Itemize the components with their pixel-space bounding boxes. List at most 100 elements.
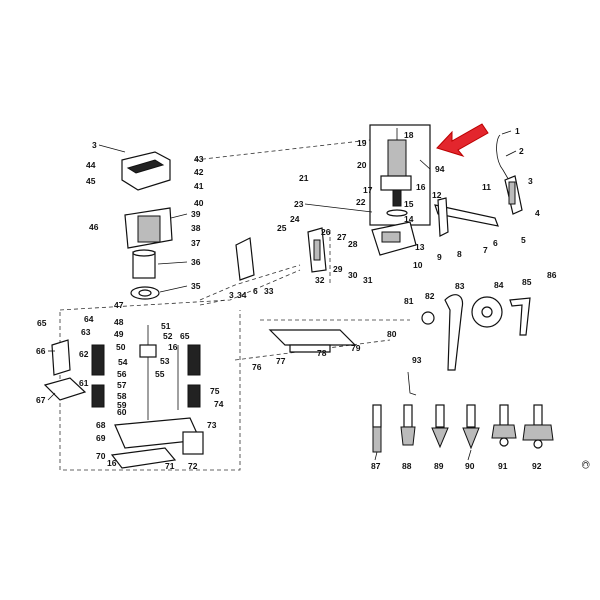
callout-5: 5 bbox=[521, 235, 526, 245]
callout-10: 10 bbox=[413, 260, 423, 270]
callout-40: 40 bbox=[194, 198, 204, 208]
callout-12: 12 bbox=[432, 190, 442, 200]
callout-78: 78 bbox=[317, 348, 327, 358]
callout-58: 58 bbox=[117, 391, 127, 401]
callout-39: 39 bbox=[191, 209, 201, 219]
callout-28: 28 bbox=[348, 239, 358, 249]
callout-49: 49 bbox=[114, 329, 124, 339]
callout-14: 14 bbox=[404, 214, 414, 224]
callout-6-second: 6 bbox=[493, 238, 498, 248]
callout-75: 75 bbox=[210, 386, 220, 396]
callout-85: 85 bbox=[522, 277, 532, 287]
callout-87: 87 bbox=[371, 461, 381, 471]
hex-key bbox=[407, 371, 417, 396]
callout-77: 77 bbox=[276, 356, 286, 366]
callout-35: 35 bbox=[191, 281, 201, 291]
callout-23: 23 bbox=[294, 199, 304, 209]
callout-53: 53 bbox=[160, 356, 170, 366]
callout-41: 41 bbox=[194, 181, 204, 191]
callout-63: 63 bbox=[81, 327, 91, 337]
callout-79: 79 bbox=[351, 343, 361, 353]
callout-16-second: 16 bbox=[168, 342, 178, 352]
callout-93: 93 bbox=[412, 355, 422, 365]
callout-15: 15 bbox=[404, 199, 414, 209]
callout-29: 29 bbox=[333, 264, 343, 274]
callout-17: 17 bbox=[363, 185, 373, 195]
plunge-column bbox=[139, 325, 179, 420]
callout-91: 91 bbox=[498, 461, 508, 471]
callout-72: 72 bbox=[188, 461, 198, 471]
callout-46: 46 bbox=[89, 222, 99, 232]
callout-3: 3 bbox=[92, 140, 97, 150]
callout-30: 30 bbox=[348, 270, 358, 280]
bottom-ring bbox=[130, 286, 160, 300]
callout-43: 43 bbox=[194, 154, 204, 164]
callout-66: 66 bbox=[36, 346, 46, 356]
callout-48: 48 bbox=[114, 317, 124, 327]
right-handle bbox=[307, 227, 327, 273]
callout-24: 24 bbox=[290, 214, 300, 224]
callout-20: 20 bbox=[357, 160, 367, 170]
callout-61: 61 bbox=[79, 378, 89, 388]
assembly-guide-lines bbox=[59, 139, 410, 471]
callout-70: 70 bbox=[96, 451, 106, 461]
callout-64: 64 bbox=[84, 314, 94, 324]
callout-89: 89 bbox=[434, 461, 444, 471]
callout-36: 36 bbox=[191, 257, 201, 267]
callout-68: 68 bbox=[96, 420, 106, 430]
callout-69: 69 bbox=[96, 433, 106, 443]
callout-54: 54 bbox=[118, 357, 128, 367]
callout-16-third: 16 bbox=[107, 458, 117, 468]
callout-92: 92 bbox=[532, 461, 542, 471]
rail-assembly bbox=[434, 197, 499, 237]
callout-80: 80 bbox=[387, 329, 397, 339]
callout-21: 21 bbox=[299, 173, 309, 183]
field-housing bbox=[124, 207, 173, 249]
callout-2: 2 bbox=[519, 146, 524, 156]
callout-82: 82 bbox=[425, 291, 435, 301]
callout-81: 81 bbox=[404, 296, 414, 306]
guide-bracket bbox=[509, 297, 531, 336]
callout-25: 25 bbox=[277, 223, 287, 233]
spring-left bbox=[91, 344, 105, 408]
callout-45: 45 bbox=[86, 176, 96, 186]
callout-57: 57 bbox=[117, 380, 127, 390]
callout-51: 51 bbox=[161, 321, 171, 331]
callout-11: 11 bbox=[482, 182, 491, 192]
callout-65: 65 bbox=[37, 318, 47, 328]
router-bit-89 bbox=[431, 404, 449, 449]
motor-top-cap bbox=[121, 151, 171, 191]
callout-19: 19 bbox=[357, 138, 367, 148]
router-bit-88 bbox=[400, 404, 416, 446]
chip-shield bbox=[182, 431, 204, 455]
bearing-block bbox=[132, 249, 156, 279]
guide-fence bbox=[268, 329, 357, 353]
callout-34: 34 bbox=[237, 290, 247, 300]
highlight-arrow bbox=[436, 123, 489, 157]
callout-62: 62 bbox=[79, 349, 89, 359]
callout-94: 94 bbox=[435, 164, 445, 174]
spring-right bbox=[187, 344, 201, 408]
callout-4: 4 bbox=[535, 208, 540, 218]
callout-60: 60 bbox=[117, 407, 127, 417]
guide-disc bbox=[471, 296, 503, 328]
callout-44: 44 bbox=[86, 160, 96, 170]
callout-27: 27 bbox=[337, 232, 347, 242]
callout-83: 83 bbox=[455, 281, 465, 291]
callout-90: 90 bbox=[465, 461, 475, 471]
base-plate bbox=[110, 417, 201, 469]
callout-65-second: 65 bbox=[180, 331, 190, 341]
callout-32: 32 bbox=[315, 275, 325, 285]
callout-50: 50 bbox=[116, 342, 126, 352]
callout-56: 56 bbox=[117, 369, 127, 379]
callout-88: 88 bbox=[402, 461, 412, 471]
spanner bbox=[444, 294, 464, 371]
callout-22: 22 bbox=[356, 197, 366, 207]
callout-18: 18 bbox=[404, 130, 414, 140]
callout-55: 55 bbox=[155, 369, 165, 379]
leader-lines bbox=[47, 130, 517, 461]
callout-47: 47 bbox=[114, 300, 124, 310]
callout-31: 31 bbox=[363, 275, 373, 285]
callout-7: 7 bbox=[483, 245, 488, 255]
callout-16: 16 bbox=[416, 182, 426, 192]
